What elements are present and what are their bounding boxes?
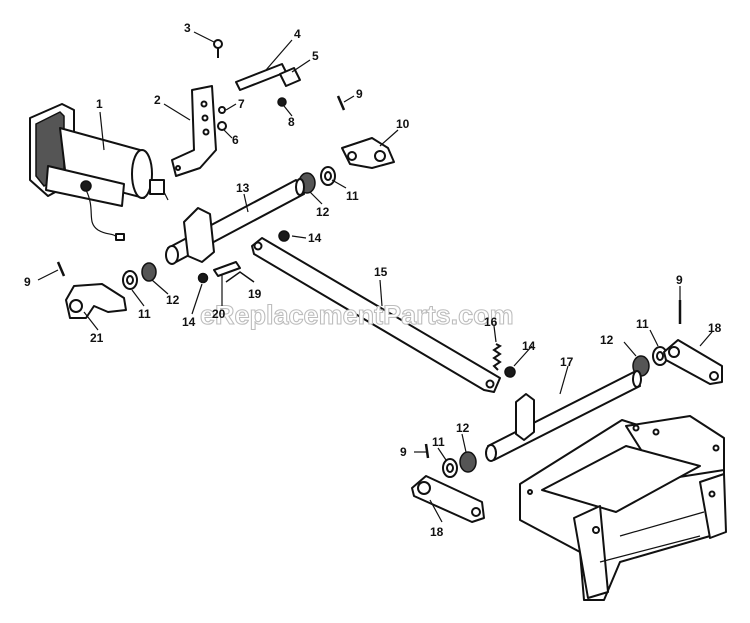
callout-7: 7 (238, 97, 245, 111)
clip (279, 67, 301, 87)
lower-lever (65, 283, 127, 319)
washer-11-left (122, 270, 138, 290)
bolt (213, 39, 223, 58)
upper-lever (341, 137, 395, 169)
callout-8: 8 (288, 115, 295, 129)
callout-1: 1 (96, 97, 103, 111)
callout-15: 15 (374, 265, 388, 279)
callout-19: 19 (248, 287, 262, 301)
actuator-motor (29, 103, 169, 241)
callout-18-right: 18 (708, 321, 722, 335)
side-link-bottom (411, 475, 485, 523)
callout-16: 16 (484, 315, 498, 329)
nut-8 (277, 97, 287, 107)
callout-9-top: 9 (356, 87, 363, 101)
callout-4: 4 (294, 27, 301, 41)
watermark-text: eReplacementParts.com (200, 300, 514, 330)
callout-11-right: 11 (636, 317, 649, 331)
cotter-pin-left (56, 261, 66, 277)
side-link-right (663, 339, 723, 385)
nut-14-center (504, 366, 516, 378)
washer-11-upper (320, 166, 336, 186)
callout-3: 3 (184, 21, 191, 35)
callout-11-left: 11 (138, 307, 151, 321)
callout-labels: 1 2 3 4 5 6 7 8 9 9 9 9 10 11 11 11 11 1… (24, 21, 722, 539)
spring (492, 343, 502, 371)
bushing-12-left (141, 262, 157, 282)
callout-18-bottom: 18 (430, 525, 444, 539)
callout-14-center: 14 (522, 339, 536, 353)
callout-14-left: 14 (182, 315, 196, 329)
bushing-12-bottom (459, 451, 477, 473)
callout-12-left: 12 (166, 293, 180, 307)
mounting-bracket (171, 85, 217, 177)
callout-13: 13 (236, 181, 250, 195)
drag-link (251, 237, 501, 393)
lift-frame (519, 415, 727, 601)
callout-2: 2 (154, 93, 161, 107)
lower-cross-shaft (485, 370, 642, 462)
callout-20: 20 (212, 307, 226, 321)
callout-6: 6 (232, 133, 239, 147)
callout-10: 10 (396, 117, 410, 131)
callout-9-bottom: 9 (400, 445, 407, 459)
clevis-pin (213, 261, 241, 277)
callout-5: 5 (312, 49, 319, 63)
callout-12-right: 12 (600, 333, 614, 347)
callout-17: 17 (560, 355, 574, 369)
washer-11-bottom (442, 458, 458, 478)
callout-9-right: 9 (676, 273, 683, 287)
callout-12-upper: 12 (316, 205, 330, 219)
upper-cross-shaft (165, 178, 305, 265)
callout-9-left: 9 (24, 275, 31, 289)
washer-6 (217, 121, 227, 131)
washer-7 (218, 106, 226, 114)
hitch-spring-19 (225, 271, 255, 283)
link-bar (235, 63, 287, 91)
cotter-pin-bottom (424, 443, 430, 459)
callout-12-bottom: 12 (456, 421, 470, 435)
callout-14-upper: 14 (308, 231, 322, 245)
nut-14-left (197, 272, 209, 284)
cotter-pin-top (336, 95, 346, 111)
nut-14-upper (278, 230, 290, 242)
leader-lines (37, 31, 713, 523)
callout-21: 21 (90, 331, 104, 345)
callout-11-bottom: 11 (432, 435, 445, 449)
callout-11-upper: 11 (346, 189, 359, 203)
